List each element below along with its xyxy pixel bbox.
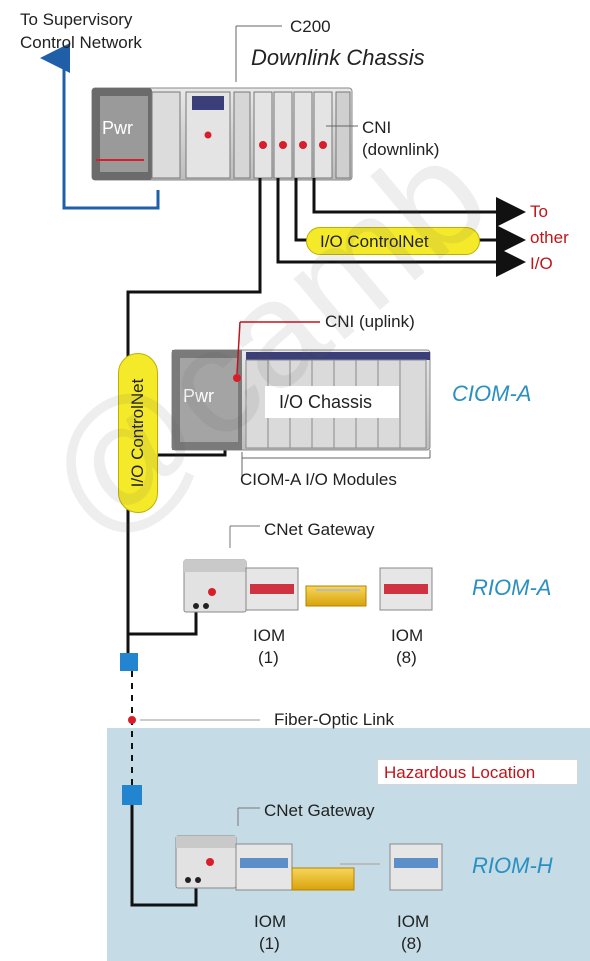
- io-controlnet-vertical-text: I/O ControlNet: [128, 378, 147, 488]
- io-chassis-label: I/O Chassis: [279, 392, 373, 412]
- pwr-label-downlink: Pwr: [102, 118, 133, 138]
- cnet-gateway-label-a: CNet Gateway: [264, 520, 375, 539]
- fiber-connector-bottom: [122, 785, 142, 805]
- ciom-a-modules-label: CIOM-A I/O Modules: [240, 470, 397, 489]
- fiber-optic-point: [128, 716, 136, 724]
- cnet-gateway-label-h: CNet Gateway: [264, 801, 375, 820]
- riom-h-cable: [130, 805, 198, 907]
- cni-uplink-led: [233, 374, 241, 382]
- io-cable-to: [312, 178, 526, 227]
- cni-downlink-label-line2: (downlink): [362, 140, 440, 159]
- fiber-connector-top: [120, 653, 138, 671]
- io-controlnet-vertical-badge: I/O ControlNet: [118, 353, 158, 513]
- io-cable-io: [276, 178, 526, 277]
- iom-1-label-h: IOM: [254, 912, 287, 931]
- riom-a-assembly: [183, 525, 433, 613]
- iom-8-num-h: (8): [401, 934, 422, 953]
- cni-downlink-label-line1: CNI: [362, 118, 392, 137]
- riom-h-assembly: [175, 807, 443, 891]
- riom-h-label: RIOM-H: [472, 853, 553, 878]
- io-controlnet-horizontal-text: I/O ControlNet: [320, 232, 429, 251]
- dest-label-io: I/O: [530, 254, 553, 273]
- supervisory-label-line1: To Supervisory: [20, 10, 133, 29]
- supervisory-label-line2: Control Network: [20, 33, 142, 52]
- c200-led: [204, 131, 212, 139]
- riom-a-label: RIOM-A: [472, 575, 552, 600]
- downlink-chassis-title: Downlink Chassis: [251, 45, 425, 70]
- iom-1-num-a: (1): [258, 648, 279, 667]
- hazardous-location-tag: Hazardous Location: [377, 759, 578, 785]
- ciom-a-label: CIOM-A: [452, 381, 532, 406]
- io-controlnet-horizontal-badge: I/O ControlNet: [306, 227, 480, 255]
- io-chassis-label-box: I/O Chassis: [265, 386, 399, 418]
- iom-1-label-a: IOM: [253, 626, 286, 645]
- supervisory-connection-line: [40, 43, 160, 210]
- fiber-optic-link-label: Fiber-Optic Link: [274, 710, 394, 729]
- cni-uplink-label: CNI (uplink): [325, 312, 415, 331]
- riom-a-cable: [126, 455, 198, 636]
- iom-8-label-h: IOM: [397, 912, 430, 931]
- iom-8-num-a: (8): [396, 648, 417, 667]
- hazardous-location-label: Hazardous Location: [384, 763, 536, 782]
- c200-label: C200: [290, 17, 331, 36]
- dest-label-other: other: [530, 228, 569, 247]
- pwr-label-ciom: Pwr: [183, 386, 214, 406]
- downlink-chassis: [91, 87, 353, 181]
- iom-8-label-a: IOM: [391, 626, 424, 645]
- dest-label-to: To: [530, 202, 548, 221]
- iom-1-num-h: (1): [259, 934, 280, 953]
